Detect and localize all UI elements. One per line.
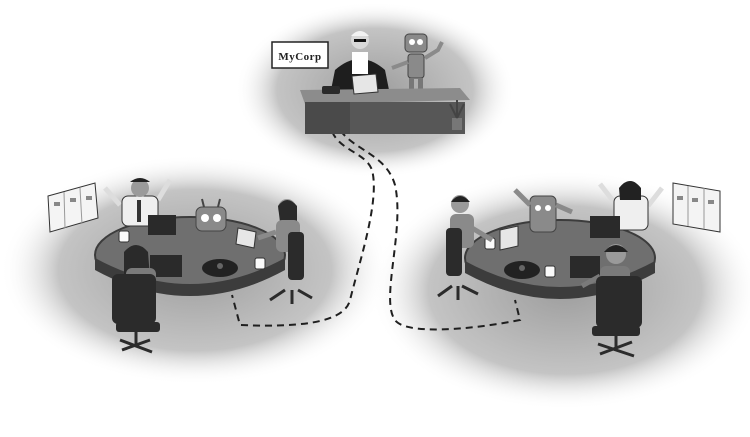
robot-icon	[391, 33, 444, 90]
executive-desk	[300, 88, 470, 134]
task-board-icon	[672, 182, 721, 233]
desk-phone-icon	[322, 86, 340, 94]
task-board-icon	[47, 182, 99, 233]
right-meeting-room	[437, 181, 721, 358]
robot-icon	[195, 198, 227, 232]
conference-phone-icon	[504, 261, 540, 279]
laptop-icon	[499, 225, 519, 251]
laptop-icon	[590, 216, 620, 238]
laptop-icon	[351, 73, 379, 95]
conference-phone-icon	[202, 259, 238, 277]
laptop-icon	[148, 215, 176, 235]
plant-icon	[449, 100, 465, 130]
laptop-icon	[235, 227, 257, 249]
network-cables	[231, 119, 522, 331]
laptop-icon	[570, 256, 600, 278]
mug-icon	[118, 230, 130, 243]
mug-icon	[254, 257, 266, 270]
robot-icon	[513, 188, 574, 233]
company-sign-label: MyCorp	[278, 51, 321, 63]
seated-person-icon	[450, 195, 494, 248]
cheering-person-icon	[598, 181, 664, 231]
office-chair-icon	[592, 276, 642, 358]
office-chair-icon	[437, 228, 479, 300]
mug-icon	[544, 265, 556, 278]
left-meeting-room	[47, 178, 313, 354]
office-chair-icon	[269, 232, 313, 304]
office-chair-icon	[112, 274, 160, 354]
executive-office: MyCorp	[271, 31, 470, 134]
company-sign: MyCorp	[271, 41, 329, 69]
laptop-icon	[150, 255, 182, 277]
